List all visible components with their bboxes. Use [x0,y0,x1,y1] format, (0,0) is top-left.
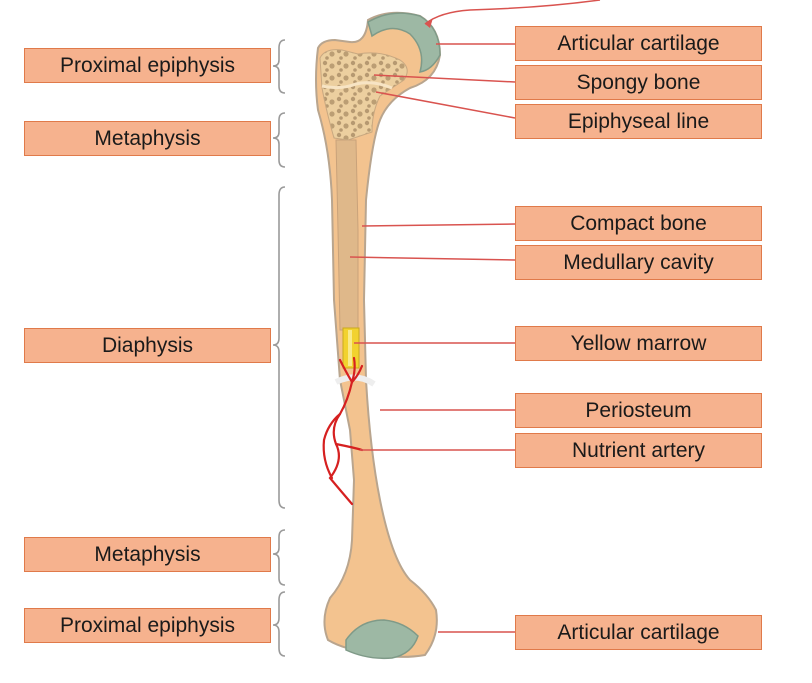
bracket-diaphysis [272,186,286,509]
label-metaphysis-bottom: Metaphysis [24,537,271,572]
leader-lines [349,0,601,633]
label-spongy-bone: Spongy bone [515,65,762,100]
bracket-metaphysis-top [272,112,286,168]
label-metaphysis-top: Metaphysis [24,121,271,156]
epiphyseal-line-shape [321,81,393,90]
spongy-bone-region [319,49,408,141]
bracket-proximal-epiphysis-bottom [272,591,286,657]
label-medullary-cavity: Medullary cavity [515,245,762,280]
label-epiphyseal-line: Epiphyseal line [515,104,762,139]
label-compact-bone: Compact bone [515,206,762,241]
label-yellow-marrow: Yellow marrow [515,326,762,361]
medullary-canal [335,139,359,331]
articular-cartilage-bottom-shape [345,619,419,660]
articular-cartilage-top-shape [367,12,441,73]
region-brackets [272,39,286,657]
label-periosteum: Periosteum [515,393,762,428]
label-diaphysis: Diaphysis [24,328,271,363]
label-proximal-epiphysis-top: Proximal epiphysis [24,48,271,83]
leader-spongy-bone [373,74,516,83]
label-articular-cartilage-bottom: Articular cartilage [515,615,762,650]
label-articular-cartilage-top: Articular cartilage [515,26,762,61]
leader-compact-bone [361,223,516,227]
arrowhead-top [425,18,433,28]
leader-line-top-curve [424,0,601,25]
bracket-metaphysis-bottom [272,529,286,586]
leader-epiphyseal-line [375,91,516,119]
label-nutrient-artery: Nutrient artery [515,433,762,468]
bracket-proximal-epiphysis-top [272,39,286,94]
leader-medullary-cavity [349,256,516,261]
label-proximal-epiphysis-bottom: Proximal epiphysis [24,608,271,643]
